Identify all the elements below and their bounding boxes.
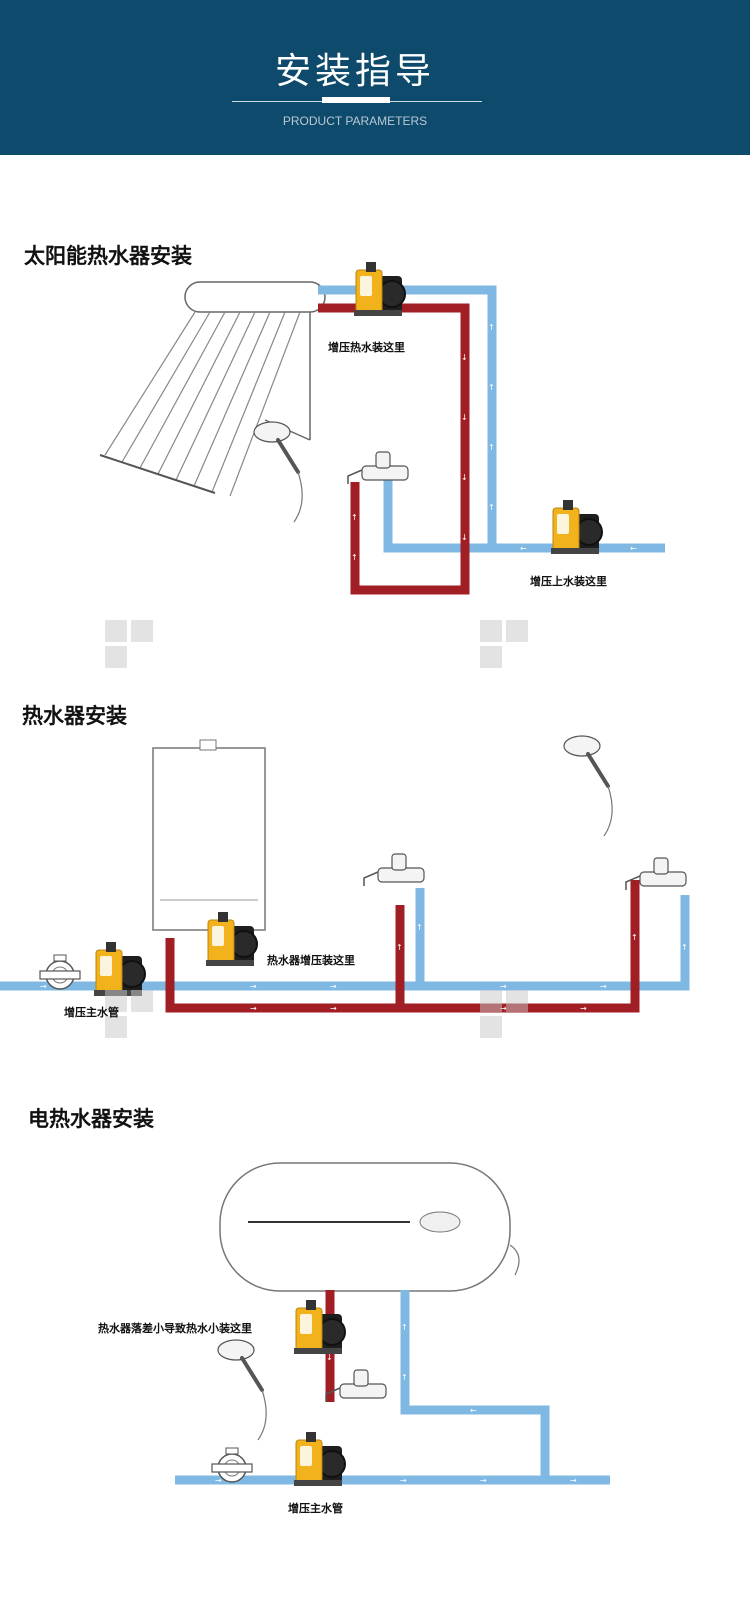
shower-icon [562,734,615,838]
watermark-logo [480,990,528,1038]
svg-text:↑: ↑ [396,943,403,952]
label-electric-main-pipe: 增压主水管 [288,1502,343,1515]
svg-text:↑: ↑ [488,503,495,512]
gas-heater-icon [152,739,266,931]
svg-text:→: → [250,982,257,991]
svg-text:↑: ↑ [681,943,688,952]
label-solar-hot-pump: 增压热水装这里 [328,341,405,354]
svg-text:↑: ↑ [631,933,638,942]
svg-text:↑: ↑ [351,513,358,522]
header-banner: 安装指导 PRODUCT PARAMETERS [0,0,750,155]
section-title-electric: 电热水器安装 [28,1107,154,1131]
label-gas-main-pipe: 增压主水管 [64,1006,119,1019]
svg-text:→: → [480,1476,487,1485]
svg-text:↓: ↓ [461,353,468,362]
svg-text:→: → [40,982,47,991]
faucet-icon [363,853,425,887]
svg-text:→: → [580,1004,587,1013]
title-divider-accent [322,97,390,103]
svg-text:→: → [500,982,507,991]
pump-icon [293,1431,346,1487]
shower-icon [252,420,305,524]
page-title: 安装指导 [274,51,435,92]
svg-text:↑: ↑ [416,923,423,932]
svg-text:→: → [570,1476,577,1485]
page-subtitle: PRODUCT PARAMETERS [282,114,428,128]
electric-heater-icon [219,1162,520,1292]
svg-text:↓: ↓ [461,473,468,482]
svg-text:→: → [400,1476,407,1485]
faucet-icon [325,1369,387,1403]
pump-icon [353,261,406,317]
svg-text:→: → [500,1004,507,1013]
svg-text:↑: ↑ [401,1373,408,1382]
svg-text:→: → [250,1004,257,1013]
svg-text:→: → [330,982,337,991]
solar-heater-icon [99,281,326,497]
svg-text:↓: ↓ [461,533,468,542]
watermark-logo [105,620,153,668]
svg-text:→: → [330,1004,337,1013]
svg-text:↑: ↑ [488,383,495,392]
svg-text:↑: ↑ [351,553,358,562]
watermark-logo [480,620,528,668]
svg-text:←: ← [520,544,527,553]
pump-icon [550,499,603,555]
faucet-icon [347,451,409,485]
svg-text:←: ← [630,544,637,553]
shower-icon [216,1338,269,1442]
label-electric-heater-pump: 热水器落差小导致热水小装这里 [98,1322,252,1335]
svg-text:↓: ↓ [461,413,468,422]
svg-text:←: ← [470,1406,477,1415]
section-title-solar: 太阳能热水器安装 [24,244,192,268]
svg-text:→: → [600,982,607,991]
svg-text:↑: ↑ [488,323,495,332]
section-title-gas: 热水器安装 [22,704,127,728]
pump-icon [293,1299,346,1355]
svg-text:↑: ↑ [401,1323,408,1332]
svg-text:↑: ↑ [488,443,495,452]
pump-icon [93,941,146,997]
svg-text:→: → [215,1476,222,1485]
svg-text:↓: ↓ [326,1353,333,1362]
label-solar-inlet-pump: 增压上水装这里 [530,575,607,588]
label-gas-heater-pump: 热水器增压装这里 [267,954,355,967]
